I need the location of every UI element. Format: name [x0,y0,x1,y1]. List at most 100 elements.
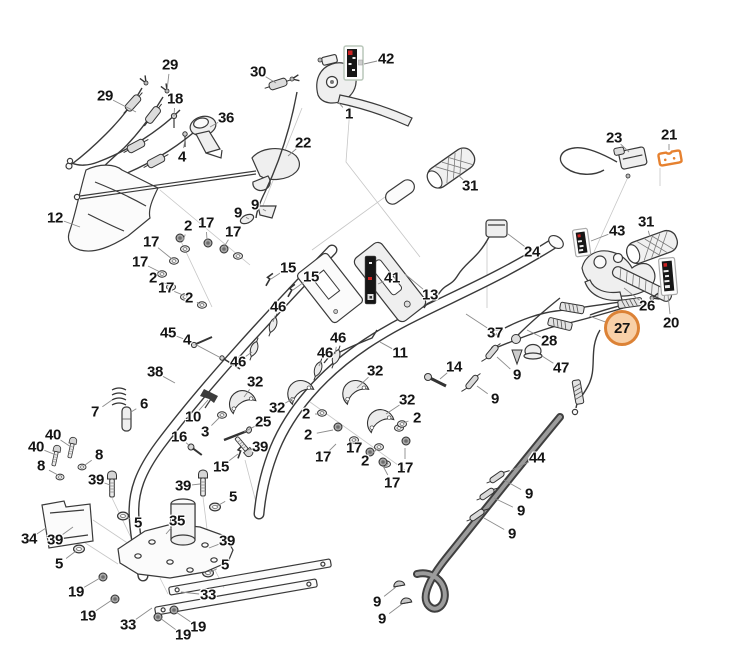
callout-17[interactable]: 17 [197,214,215,232]
leader-line-45 [176,335,193,343]
callout-44[interactable]: 44 [528,449,546,467]
callout-9[interactable]: 9 [507,525,517,543]
callout-35[interactable]: 35 [168,512,186,530]
callout-1[interactable]: 1 [344,105,354,123]
callout-16[interactable]: 16 [170,428,188,446]
callout-21[interactable]: 21 [660,126,678,144]
callout-2[interactable]: 2 [183,217,193,235]
callout-17[interactable]: 17 [383,474,401,492]
callout-9[interactable]: 9 [516,502,526,520]
callout-13[interactable]: 13 [421,286,439,304]
callout-46[interactable]: 46 [229,353,247,371]
callout-37[interactable]: 37 [486,324,504,342]
leader-line-9 [388,603,403,614]
callout-19[interactable]: 19 [174,626,192,644]
callout-12[interactable]: 12 [46,209,64,227]
leader-line-18 [173,107,175,117]
callout-17[interactable]: 17 [131,253,149,271]
leader-line-17 [329,443,337,451]
callout-28[interactable]: 28 [540,332,558,350]
callout-2[interactable]: 2 [184,289,194,307]
callout-46[interactable]: 46 [329,329,347,347]
callout-17[interactable]: 17 [142,233,160,251]
callout-8[interactable]: 8 [36,457,46,475]
callout-31[interactable]: 31 [461,177,479,195]
callout-5[interactable]: 5 [133,514,143,532]
callout-8[interactable]: 8 [94,446,104,464]
callout-6[interactable]: 6 [139,395,149,413]
callout-42[interactable]: 42 [377,50,395,68]
callout-9[interactable]: 9 [250,196,260,214]
callout-9[interactable]: 9 [524,485,534,503]
callout-10[interactable]: 10 [184,408,202,426]
callout-19[interactable]: 19 [79,607,97,625]
callout-19[interactable]: 19 [189,618,207,636]
callout-24[interactable]: 24 [523,243,541,261]
callout-18[interactable]: 18 [166,90,184,108]
callout-27-circled[interactable]: 27 [604,310,640,346]
callout-38[interactable]: 38 [146,363,164,381]
callout-17[interactable]: 17 [224,223,242,241]
callout-2[interactable]: 2 [303,426,313,444]
callout-9[interactable]: 9 [372,593,382,611]
callout-9[interactable]: 9 [233,204,243,222]
leader-line-8 [84,459,92,466]
callout-39[interactable]: 39 [174,477,192,495]
callout-39[interactable]: 39 [46,531,64,549]
callout-19[interactable]: 19 [67,583,85,601]
callout-29[interactable]: 29 [96,87,114,105]
callout-45[interactable]: 45 [159,324,177,342]
callout-46[interactable]: 46 [269,298,287,316]
callout-40[interactable]: 40 [44,426,62,444]
callout-2[interactable]: 2 [412,409,422,427]
callout-9[interactable]: 9 [490,390,500,408]
callout-41[interactable]: 41 [383,269,401,287]
callout-5[interactable]: 5 [220,556,230,574]
callout-17[interactable]: 17 [345,439,363,457]
callout-30[interactable]: 30 [249,63,267,81]
callout-31[interactable]: 31 [637,213,655,231]
callout-5[interactable]: 5 [54,555,64,573]
callout-39[interactable]: 39 [87,471,105,489]
callout-25[interactable]: 25 [254,413,272,431]
callout-23[interactable]: 23 [605,129,623,147]
callout-39[interactable]: 39 [251,438,269,456]
leader-line-24 [507,233,526,247]
callout-4[interactable]: 4 [182,331,192,349]
callout-33[interactable]: 33 [119,616,137,634]
callout-17[interactable]: 17 [157,279,175,297]
callout-26[interactable]: 26 [638,297,656,315]
callout-32[interactable]: 32 [246,373,264,391]
callout-7[interactable]: 7 [90,403,100,421]
callout-15[interactable]: 15 [302,268,320,286]
callout-2[interactable]: 2 [301,405,311,423]
callout-3[interactable]: 3 [200,423,210,441]
callout-11[interactable]: 11 [392,344,408,362]
callout-36[interactable]: 36 [217,109,235,127]
callout-14[interactable]: 14 [445,358,463,376]
callout-47[interactable]: 47 [552,359,570,377]
callout-32[interactable]: 32 [398,391,416,409]
callout-17[interactable]: 17 [314,448,332,466]
callout-32[interactable]: 32 [268,399,286,417]
callout-9[interactable]: 9 [377,610,387,628]
callout-22[interactable]: 22 [294,134,312,152]
callout-15[interactable]: 15 [212,458,230,476]
callout-9[interactable]: 9 [512,366,522,384]
callout-2[interactable]: 2 [360,452,370,470]
callout-43[interactable]: 43 [608,222,626,240]
callout-34[interactable]: 34 [20,530,38,548]
part-sticker-20 [658,256,679,297]
callout-46[interactable]: 46 [316,344,334,362]
callout-40[interactable]: 40 [27,438,45,456]
callout-5[interactable]: 5 [228,488,238,506]
callout-32[interactable]: 32 [366,362,384,380]
callout-33[interactable]: 33 [199,586,217,604]
callout-29[interactable]: 29 [161,56,179,74]
callout-20[interactable]: 20 [662,314,680,332]
callout-4[interactable]: 4 [177,148,187,166]
callout-15[interactable]: 15 [279,259,297,277]
callout-17[interactable]: 17 [396,459,414,477]
callout-39[interactable]: 39 [218,532,236,550]
callout-2[interactable]: 2 [148,269,158,287]
